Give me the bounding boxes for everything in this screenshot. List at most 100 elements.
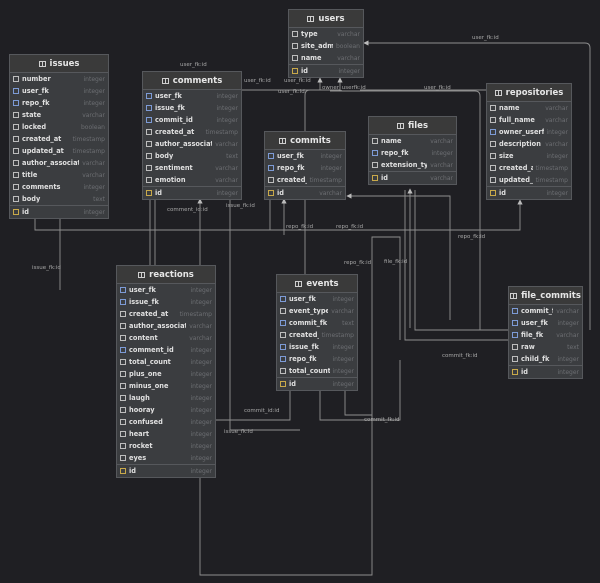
column-row[interactable]: author_associationvarchar [117, 320, 215, 332]
table-header[interactable]: reactions [117, 266, 215, 284]
column-row[interactable]: author_associationvarchar [143, 138, 241, 150]
table-users[interactable]: userstypevarcharsite_adminbooleannamevar… [288, 9, 364, 78]
table-file_commits[interactable]: file_commitscommit_fkvarcharuser_fkinteg… [508, 286, 583, 379]
column-type: varchar [545, 116, 568, 124]
table-header[interactable]: events [277, 275, 357, 293]
column-icon [268, 177, 274, 183]
column-icon [280, 332, 286, 338]
table-name: reactions [149, 269, 194, 280]
column-row[interactable]: author_associationvarchar [10, 157, 108, 169]
table-header[interactable]: comments [143, 72, 241, 90]
column-icon [13, 124, 19, 130]
column-row[interactable]: site_adminboolean [289, 40, 363, 52]
table-header[interactable]: issues [10, 55, 108, 73]
foreign-key-icon [146, 93, 152, 99]
column-name: author_association [22, 159, 80, 167]
table-header[interactable]: files [369, 117, 456, 135]
column-name: created_at [289, 331, 319, 339]
column-row[interactable]: owner_userfkinteger [487, 126, 571, 138]
table-header[interactable]: repositories [487, 84, 571, 102]
table-header[interactable]: users [289, 10, 363, 28]
column-name: sentiment [155, 164, 193, 172]
column-name: id [521, 368, 528, 376]
table-header[interactable]: commits [265, 132, 345, 150]
column-icon [372, 162, 378, 168]
table-header[interactable]: file_commits [509, 287, 582, 305]
